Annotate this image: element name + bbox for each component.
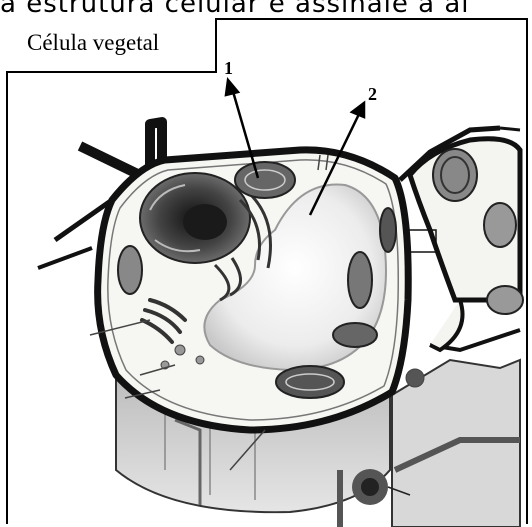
label-1: 1: [224, 58, 233, 79]
diagram-title: Célula vegetal: [27, 30, 159, 56]
neighbor-cell-right: [408, 139, 523, 350]
label-2: 2: [368, 84, 377, 105]
nucleus: [140, 173, 250, 263]
